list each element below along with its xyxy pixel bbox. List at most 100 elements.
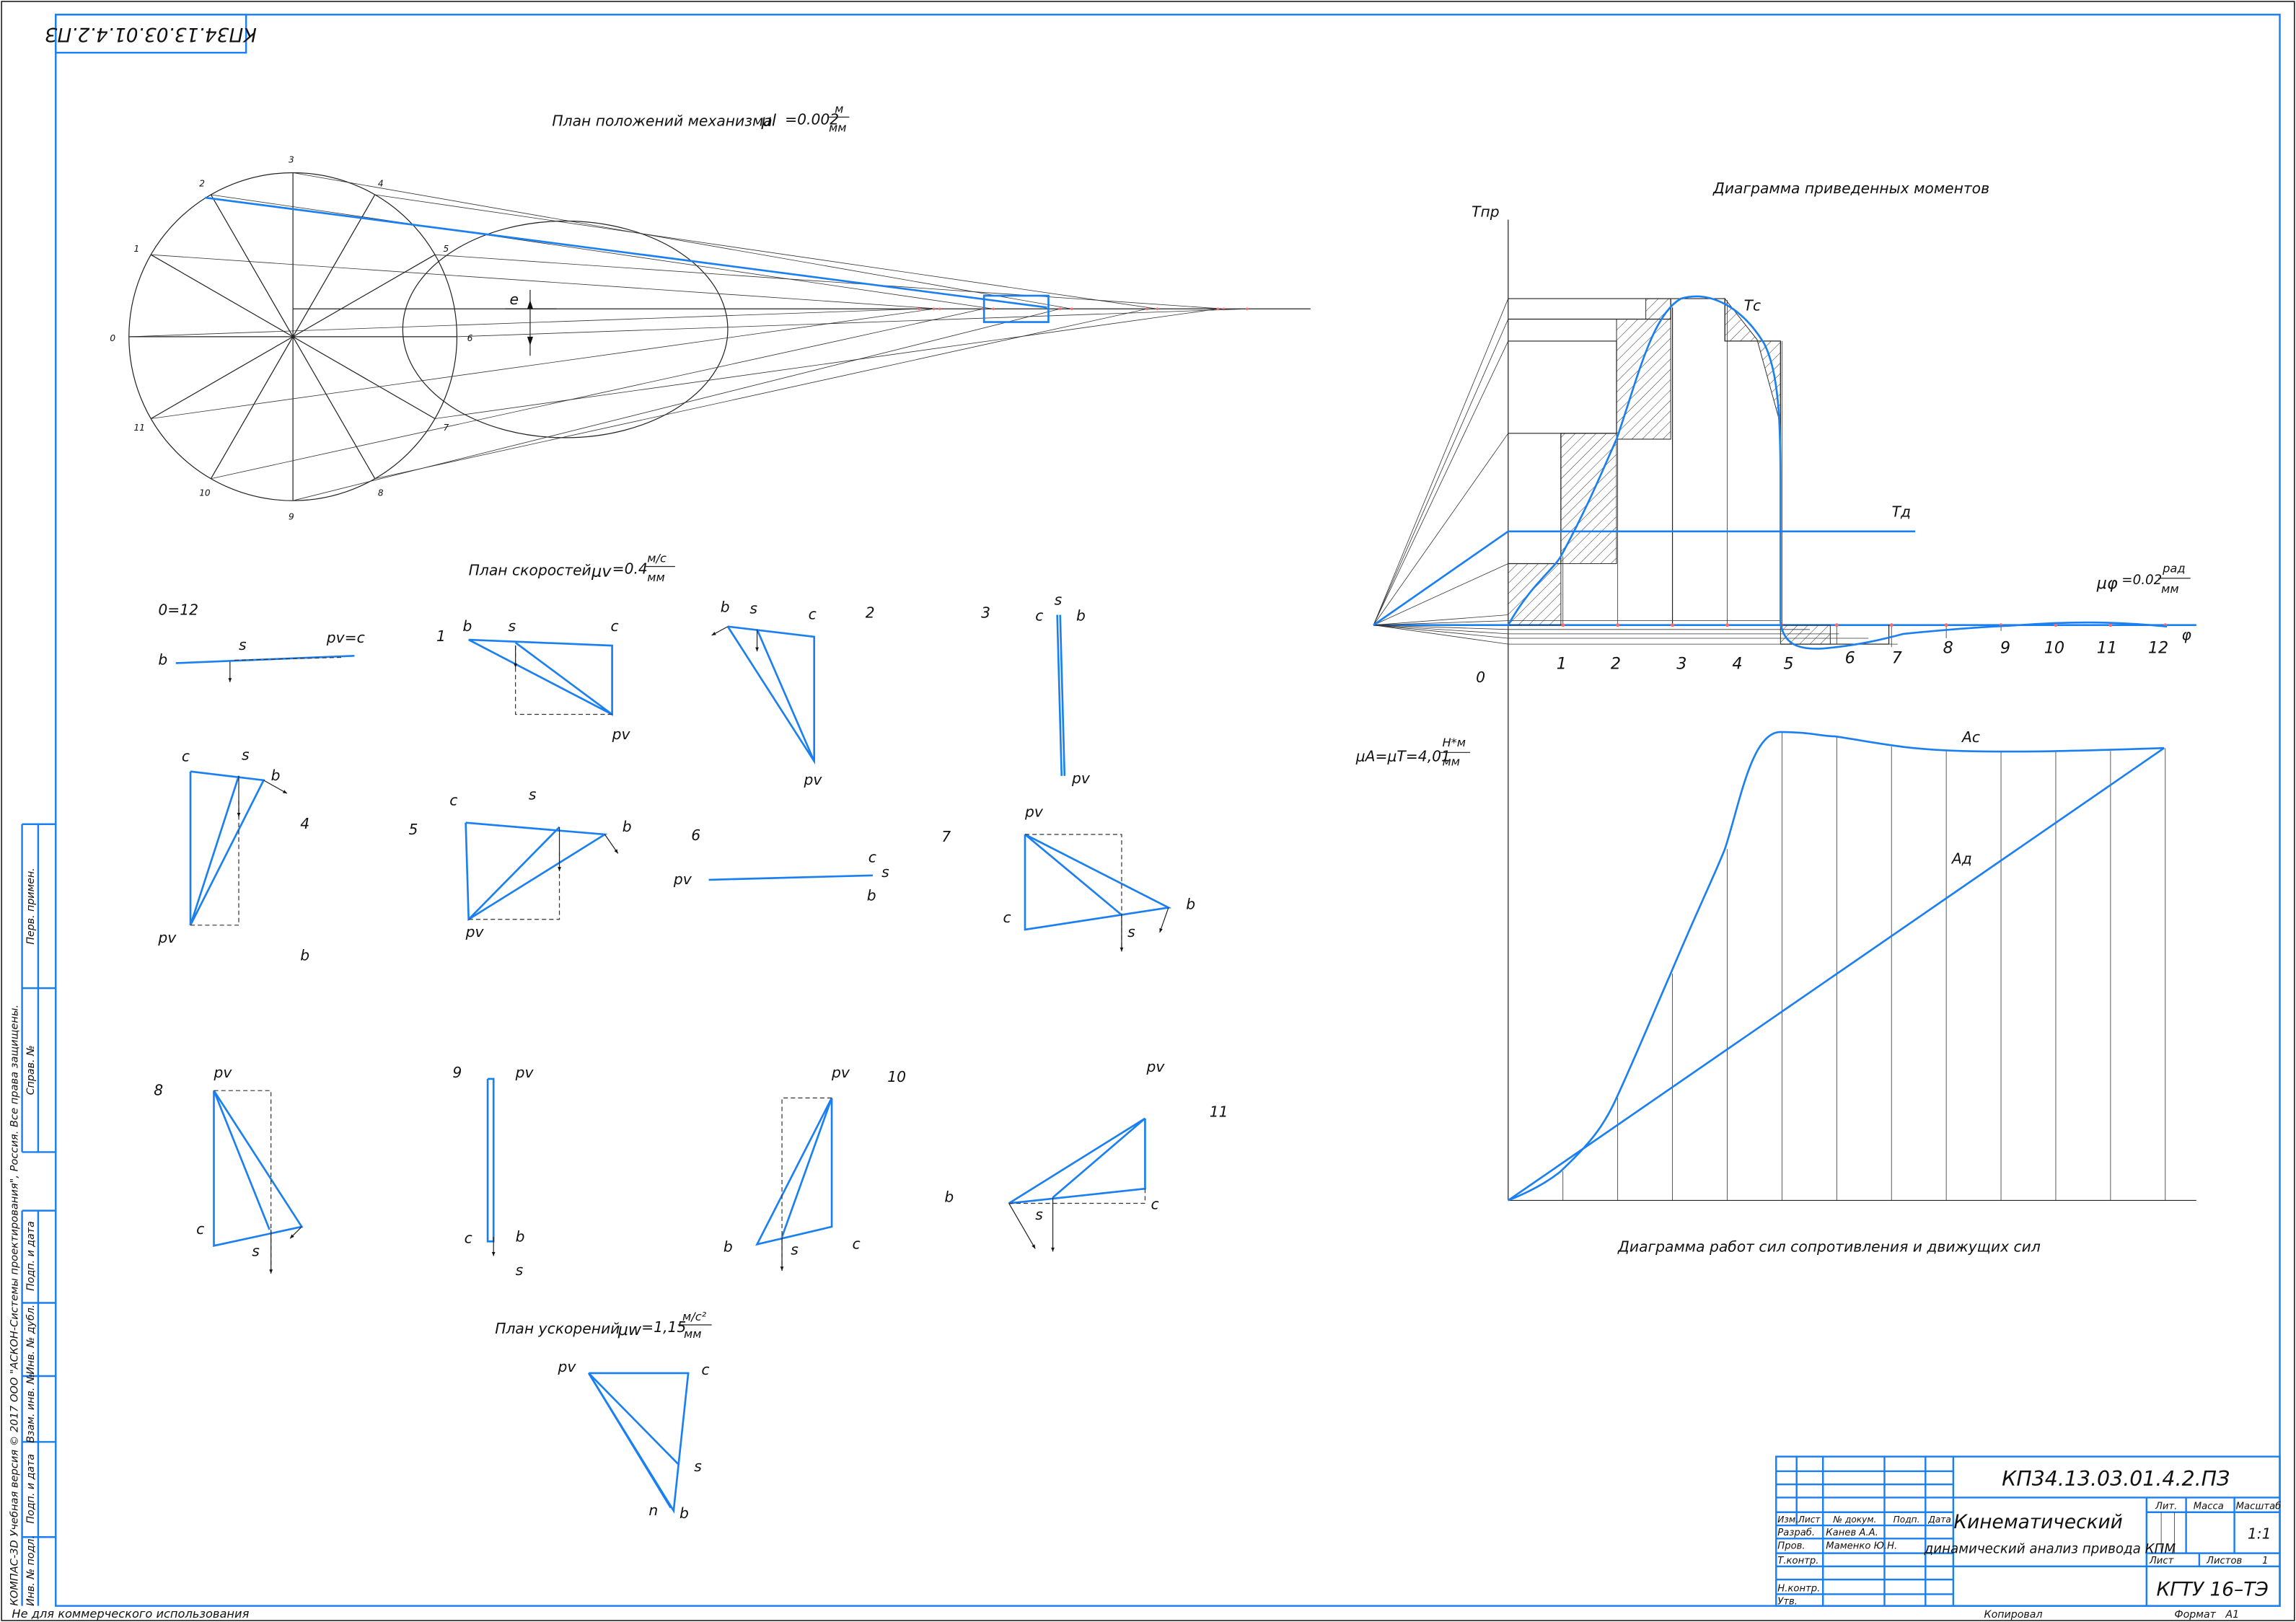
velocity-point-label: s: [239, 636, 247, 653]
acceleration-point-label: s: [694, 1458, 702, 1475]
velocity-point-label: s: [508, 617, 516, 635]
arrowhead-icon: [780, 1266, 784, 1271]
velocity-vector: [1056, 614, 1063, 776]
tb-lit-label: Лит.: [2155, 1502, 2177, 1512]
connecting-rod-position-line: [434, 308, 1218, 419]
moment-diagram: Диаграмма приведенных моментов Тпр φ 0 1…: [1373, 180, 2196, 1201]
tb-name-razrab: Канев А.А.: [1826, 1528, 1878, 1538]
polar-ray: [1373, 563, 1508, 626]
td-label: Тд: [1892, 503, 1911, 521]
tb-name-line2: динамический анализ привода КПМ: [1924, 1542, 2176, 1557]
connecting-rod-position-line: [457, 308, 1247, 338]
slider-position-mark: [918, 307, 921, 311]
side-cell-vzam-inv: Взам. инв. №: [25, 1373, 37, 1442]
velocity-point-label: b: [721, 598, 730, 615]
tb-col-dokum: № докум.: [1832, 1515, 1876, 1525]
polar-ray: [1373, 614, 1508, 626]
crank-position-line: [292, 254, 436, 338]
ac-label: Ас: [1961, 728, 1980, 746]
connecting-rod-position-line: [151, 308, 934, 419]
phi-tick-label: 2: [1611, 655, 1621, 674]
velocity-point-label: pv: [213, 1064, 232, 1081]
mechanism-scale-value: =0.002: [785, 111, 839, 128]
velocity-plan-number: 8: [154, 1081, 163, 1098]
connecting-rod-position-line: [434, 254, 1224, 309]
tb-organization: КГТУ 16–ТЭ: [2157, 1579, 2269, 1600]
velocity-vector: [467, 826, 560, 920]
connecting-rod-position-line: [374, 194, 1158, 309]
velocity-point-label: b: [271, 767, 281, 784]
acceleration-polygon: [587, 1372, 690, 1514]
velocity-component-dashed: [781, 1097, 832, 1271]
phi-tick-label: 1: [1557, 655, 1567, 674]
td-line: [1373, 530, 1916, 626]
side-cell-perv-primen: Перв. примен.: [25, 868, 37, 945]
moment-title: Диаграмма приведенных моментов: [1712, 180, 1989, 197]
velocity-component-dashed: [214, 1090, 272, 1274]
tb-format-label: Формат: [2174, 1609, 2216, 1621]
velocity-point-label: s: [791, 1241, 799, 1259]
slider-position-mark: [992, 307, 995, 311]
tb-col-podp: Подп.: [1893, 1515, 1920, 1525]
tb-name-prov: Маменко Ю.Н.: [1826, 1541, 1897, 1552]
velocity-vector: [213, 1090, 270, 1230]
division-mark: [1944, 623, 1948, 627]
velocity-plan-number: 0=12: [158, 601, 198, 619]
slider-position-mark: [1216, 307, 1220, 311]
velocity-component-dashed: [468, 849, 560, 920]
velocity-point-label: pv: [612, 726, 631, 743]
velocity-component-dashed: [1008, 1189, 1146, 1204]
acceleration-point-label: b: [679, 1504, 689, 1522]
acceleration-scale-num: м/с²: [682, 1310, 707, 1323]
tb-copied: Копировал: [1984, 1609, 2043, 1621]
velocity-plan-number: 6: [691, 827, 700, 844]
tb-name-line1: Кинематический: [1953, 1512, 2122, 1533]
work-scale-num: Н*м: [1442, 736, 1466, 749]
arrowhead-icon: [1051, 1247, 1055, 1252]
velocity-point-label: pv: [465, 923, 485, 940]
connecting-rod-position-line: [293, 308, 1060, 501]
position-label: 2: [199, 178, 205, 188]
tb-col-izm: Изм.: [1777, 1515, 1798, 1525]
polar-ray: [1373, 625, 1508, 630]
division-mark: [1889, 623, 1893, 627]
side-cell-podp-data-1: Подп. и дата: [25, 1221, 37, 1291]
position-label: 8: [378, 488, 384, 498]
velocity-vector: [726, 625, 816, 764]
position-label: 9: [289, 512, 294, 522]
phi-scale-value: =0.02: [2121, 573, 2162, 588]
ac-curve: [1508, 731, 2165, 1202]
velocity-point-label: s: [242, 746, 250, 763]
eccentricity-label: e: [510, 291, 519, 308]
position-label: 6: [467, 333, 473, 343]
connecting-rod-position-line: [151, 254, 940, 309]
velocity-point-label: c: [1035, 607, 1043, 625]
arrowhead-icon: [282, 790, 287, 794]
velocity-point-label: s: [529, 785, 537, 803]
tb-sheet-label: Лист: [2149, 1556, 2174, 1566]
slider-position-mark: [932, 307, 936, 311]
arrowhead-icon: [614, 849, 618, 854]
acceleration-point-label: pv: [557, 1358, 576, 1375]
velocity-plan-number: 3: [981, 604, 990, 622]
position-label: 0: [110, 333, 115, 343]
top-stamp: КП34.13.03.01.4.2.ПЗ: [45, 14, 257, 54]
velocity-point-label: pv=c: [326, 629, 365, 646]
phi-tick-label: 5: [1783, 655, 1793, 674]
division-mark: [1561, 623, 1565, 627]
division-mark: [1834, 623, 1839, 627]
position-label: 11: [134, 423, 145, 433]
velocity-arrow: [1008, 1203, 1036, 1249]
acceleration-scale-den: мм: [684, 1327, 701, 1341]
velocity-component-dashed: [190, 798, 239, 926]
velocity-vector: [189, 770, 265, 926]
velocity-arrow: [263, 780, 288, 794]
phi-scale-den: мм: [2161, 582, 2178, 596]
